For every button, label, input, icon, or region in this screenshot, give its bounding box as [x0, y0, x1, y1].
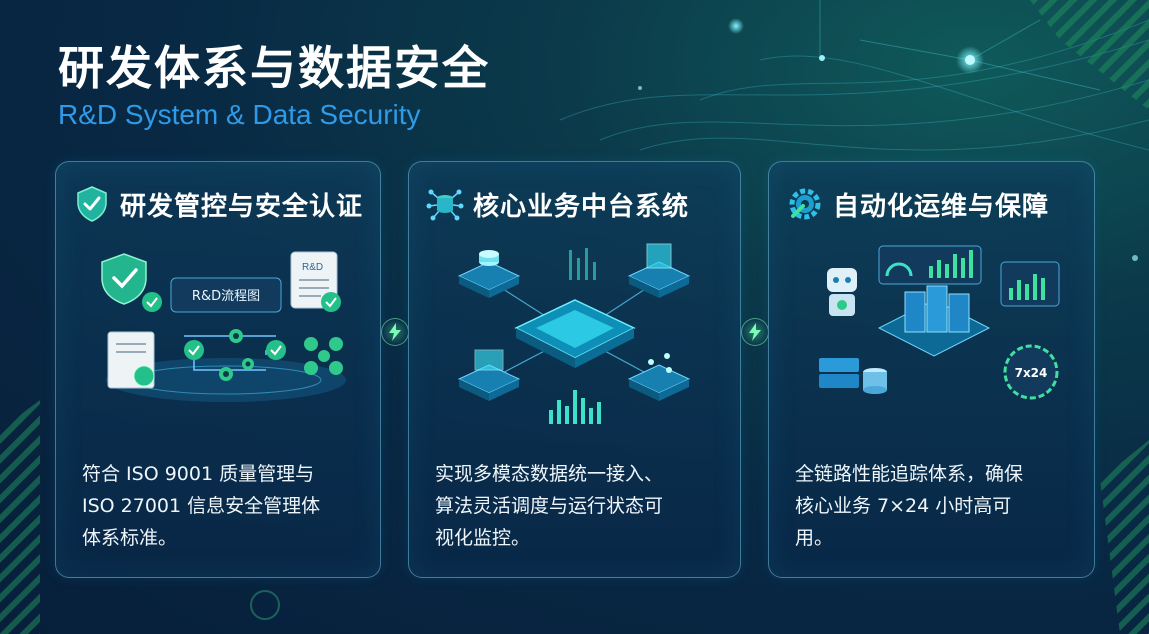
- ops-graphic: 7x24: [819, 245, 1060, 400]
- page-subtitle: R&D System & Data Security: [58, 99, 421, 130]
- server-rack-icon: [877, 285, 991, 357]
- lightning-connector-icon: [381, 318, 409, 346]
- card-description: 实现多模态数据统一接入、 算法灵活调度与运行状态可 视化监控。: [435, 458, 724, 554]
- gauge-panel-icon: [878, 245, 982, 285]
- card-title: 自动化运维与保障: [833, 191, 1050, 222]
- platform-illustration: [419, 240, 730, 440]
- network-block-icon: [627, 353, 691, 401]
- availability-badge-label: 7x24: [1015, 366, 1048, 380]
- card-description: 符合 ISO 9001 质量管理与 ISO 27001 信息安全管理体 体系标准…: [82, 458, 364, 554]
- chart-panel-icon: [1000, 261, 1060, 307]
- card-description: 全链路性能追踪体系，确保 核心业务 7×24 小时高可 用。: [795, 458, 1078, 554]
- chip-icon: [514, 299, 636, 368]
- database-hub-icon: [426, 189, 464, 221]
- text-line: 视化监控。: [435, 527, 531, 549]
- card-header: 研发管控与安全认证: [72, 184, 363, 224]
- server-block-icon: [627, 243, 691, 298]
- text-line: ISO 27001 信息安全管理体: [82, 495, 321, 517]
- robot-icon: [827, 268, 857, 316]
- text-line: 符合 ISO 9001 质量管理与: [82, 463, 315, 485]
- storage-icon: [819, 358, 887, 394]
- text-line: 用。: [795, 527, 834, 549]
- card-title: 研发管控与安全认证: [120, 191, 364, 222]
- card-header: 核心业务中台系统: [425, 184, 689, 224]
- card-core-platform: 核心业务中台系统: [408, 161, 741, 578]
- lightning-connector-icon: [741, 318, 769, 346]
- card-rd-control: 研发管控与安全认证 R&D流程图 R&D: [55, 161, 381, 578]
- card-automation-ops: 自动化运维与保障: [768, 161, 1095, 578]
- text-line: 实现多模态数据统一接入、: [435, 463, 664, 485]
- ops-illustration: 7x24: [779, 240, 1084, 440]
- text-line: 全链路性能追踪体系，确保: [795, 463, 1024, 485]
- availability-badge-icon: 7x24: [1003, 344, 1059, 400]
- database-block-icon: [457, 250, 521, 298]
- text-line: 体系标准。: [82, 527, 178, 549]
- shield-check-icon: [77, 186, 107, 222]
- check-node-icon: [184, 340, 204, 360]
- card-header: 自动化运维与保障: [785, 184, 1049, 224]
- bar-chart-icon: [549, 390, 601, 424]
- certificate-icon: [107, 331, 155, 389]
- text-line: 算法灵活调度与运行状态可: [435, 495, 664, 517]
- module-block-icon: [457, 349, 521, 401]
- gear-network-icon: [304, 337, 343, 375]
- shield-icon: [101, 253, 147, 305]
- platform-graphic: [457, 243, 691, 424]
- text-line: 核心业务 7×24 小时高可: [795, 495, 1012, 517]
- card-title: 核心业务中台系统: [473, 191, 690, 222]
- document-label: R&D: [302, 262, 323, 273]
- gear-icon: [219, 329, 254, 381]
- gear-wrench-icon: [789, 188, 821, 220]
- title-block: 研发体系与数据安全 R&D System & Data Security: [58, 40, 490, 132]
- check-node-icon: [266, 340, 286, 360]
- rd-flow-illustration: R&D流程图 R&D: [66, 240, 370, 440]
- rd-flow-label: R&D流程图: [192, 289, 260, 304]
- page-title: 研发体系与数据安全: [58, 41, 490, 95]
- rd-flow-graphic: R&D流程图 R&D: [101, 251, 346, 402]
